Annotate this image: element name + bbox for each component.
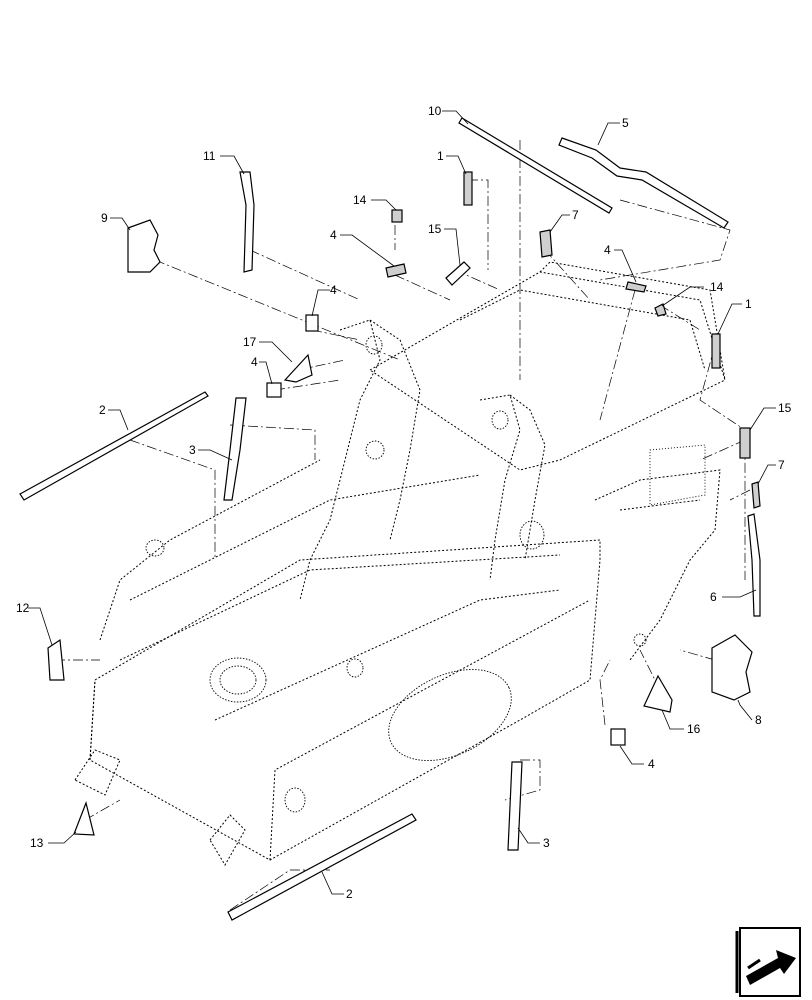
callout-1-right: 1	[745, 297, 752, 311]
assembly-lines	[55, 140, 751, 911]
callouts: 10 5 11 1 14 9 7 15 4 4 4 14 1 17 4 2 3 …	[16, 104, 792, 901]
callout-4-right: 4	[604, 243, 611, 257]
callout-14-right: 14	[710, 280, 724, 294]
part-4-block	[305, 314, 319, 332]
part-3-post-2	[507, 761, 523, 851]
callout-16: 16	[687, 722, 701, 736]
callout-6: 6	[710, 590, 717, 604]
callout-4: 4	[330, 228, 337, 242]
callout-4-lower: 4	[251, 355, 258, 369]
part-11-curved-seal	[239, 171, 255, 273]
part-15-pad	[445, 261, 471, 286]
callout-17: 17	[243, 335, 257, 349]
callout-13: 13	[30, 836, 44, 850]
part-2-strip	[19, 391, 209, 501]
parts	[19, 117, 761, 921]
part-13-wedge	[73, 801, 95, 836]
callout-4-left: 4	[330, 283, 337, 297]
leader-lines	[28, 110, 776, 895]
callout-15-right: 15	[778, 401, 792, 415]
part-1-pad-2	[711, 333, 721, 369]
part-16-wedge	[643, 674, 673, 713]
callout-11: 11	[203, 149, 216, 163]
callout-3-lower: 3	[543, 836, 550, 850]
callout-12: 12	[16, 601, 30, 615]
part-17-wedge	[283, 353, 313, 383]
part-14-pad-2	[654, 303, 667, 317]
callout-9: 9	[101, 211, 108, 225]
next-page-arrow-icon[interactable]	[735, 927, 801, 997]
loader-frame	[74, 261, 726, 866]
callout-7-right: 7	[778, 458, 785, 472]
callout-3: 3	[189, 443, 196, 457]
callout-10: 10	[428, 104, 442, 118]
part-6-curved-seal	[747, 513, 761, 617]
part-5-strip	[558, 137, 729, 229]
part-7-pad-2	[751, 481, 761, 509]
callout-14: 14	[353, 193, 367, 207]
part-1-pad	[463, 171, 473, 206]
part-14-pad	[391, 209, 403, 223]
part-9-block	[127, 219, 161, 273]
part-10-strip	[458, 117, 613, 214]
part-4-block-2	[266, 382, 282, 398]
part-7-pad	[539, 229, 553, 258]
part-8-block	[711, 634, 753, 701]
part-15-pad-2	[739, 427, 751, 459]
part-4-block-3	[610, 728, 626, 746]
callout-2: 2	[99, 403, 106, 417]
part-2-strip-2	[227, 813, 417, 921]
callout-2-lower: 2	[346, 887, 353, 901]
callout-7: 7	[572, 208, 579, 222]
part-12-wedge	[47, 638, 65, 681]
callout-8: 8	[755, 713, 762, 727]
part-3-post	[223, 397, 247, 501]
part-4-pad-2	[625, 281, 647, 293]
callout-15: 15	[428, 222, 442, 236]
callout-4-bottom: 4	[648, 757, 655, 771]
part-4-pad	[385, 263, 407, 278]
callout-1: 1	[437, 149, 444, 163]
callout-5: 5	[622, 116, 629, 130]
